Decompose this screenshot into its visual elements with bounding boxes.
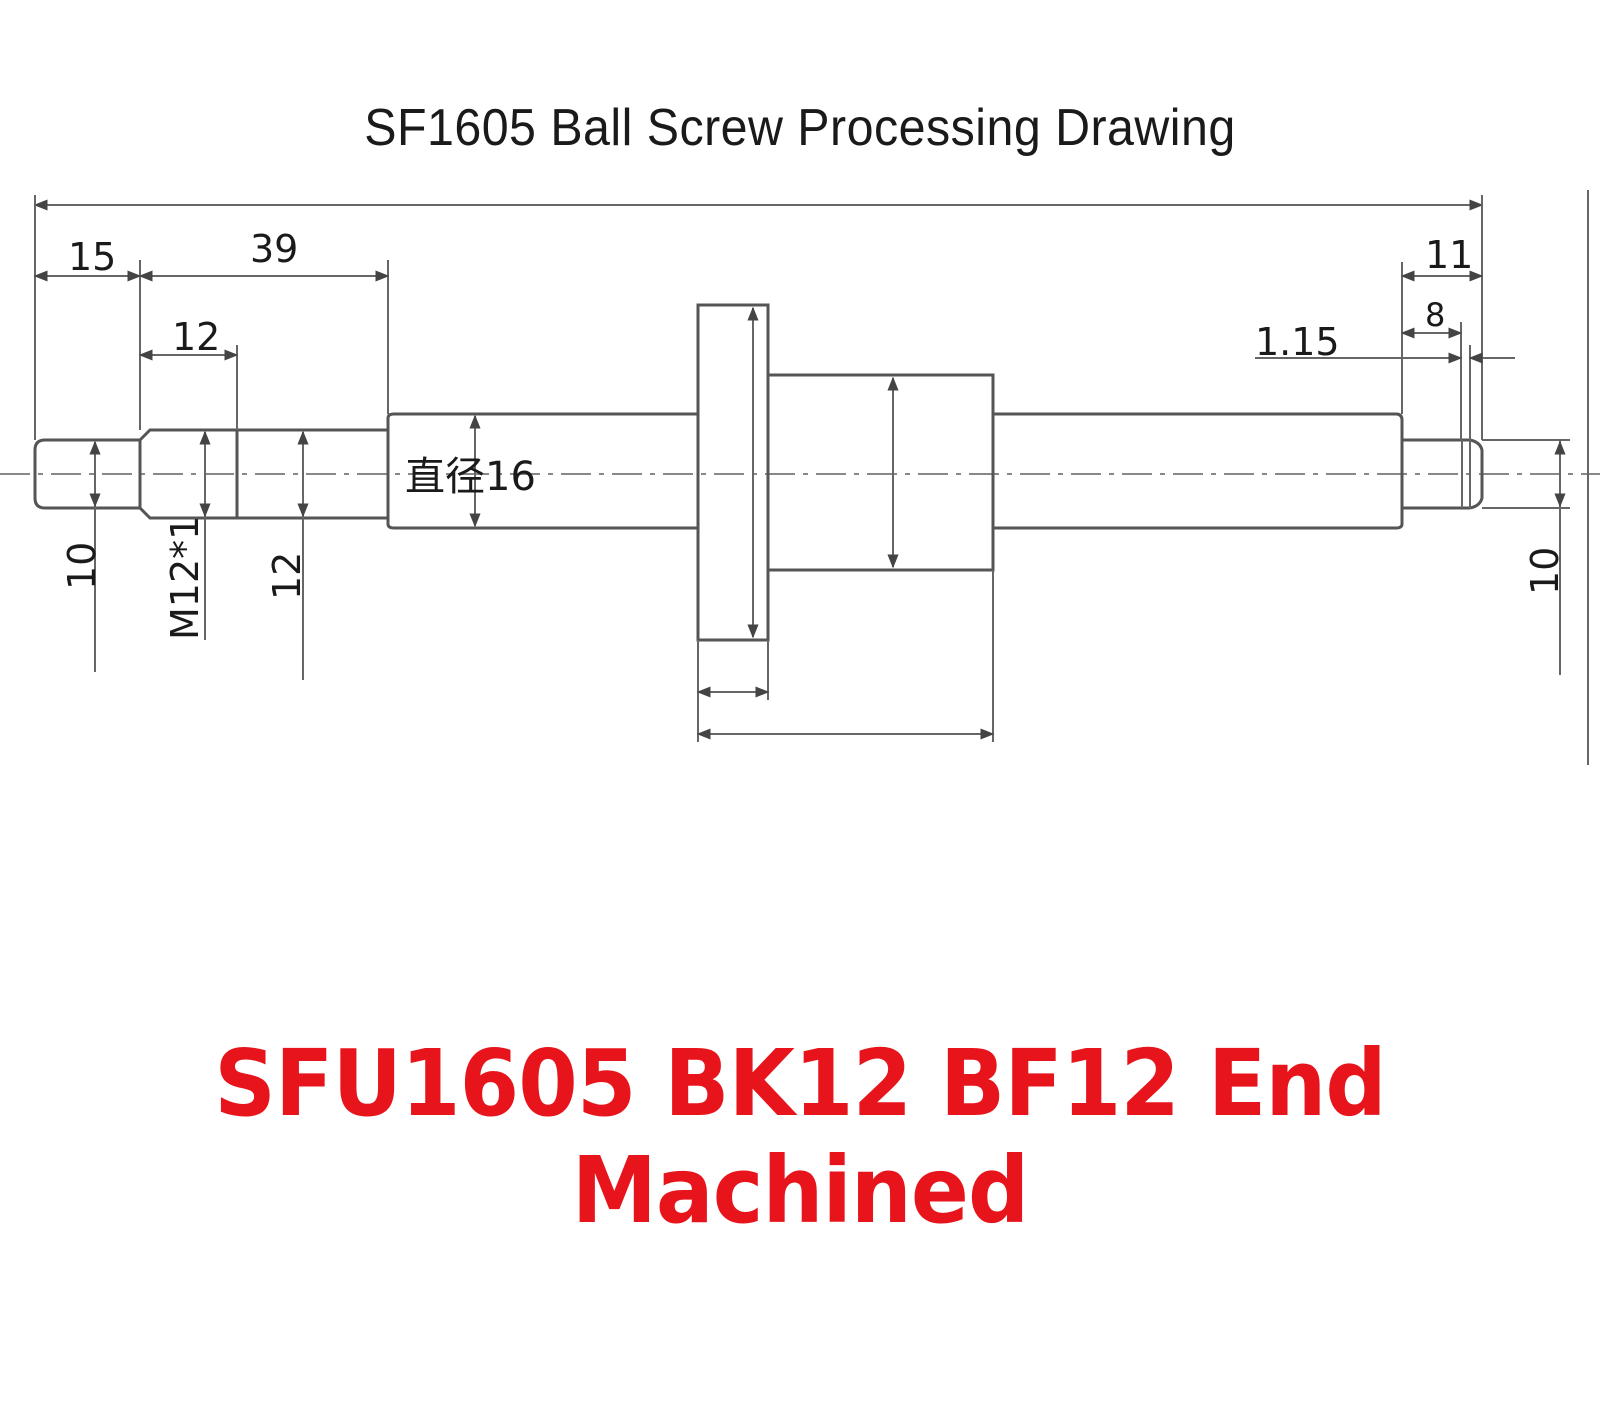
dim-thread-spec: M12*1 [163,516,207,640]
dim-shaft-diameter: 直径16 [405,454,536,500]
dim-right-bearing-length: 8 [1425,296,1445,334]
dim-bearing-diameter: 12 [265,552,309,600]
dim-thread-length: 12 [172,315,220,359]
dim-right-end-diameter: 10 [1523,547,1567,595]
dim-groove-width: 1.15 [1255,320,1340,364]
dim-left-bearing-length: 39 [250,227,298,271]
shaft-outline [33,303,1484,642]
dim-left-end-length: 15 [68,235,116,279]
dim-right-end-length: 11 [1425,233,1473,277]
drawing-title: SF1605 Ball Screw Processing Drawing [364,99,1236,157]
dim-left-end-diameter: 10 [60,542,104,590]
product-headline: SFU1605 BK12 BF12 End Machined [214,1030,1386,1244]
